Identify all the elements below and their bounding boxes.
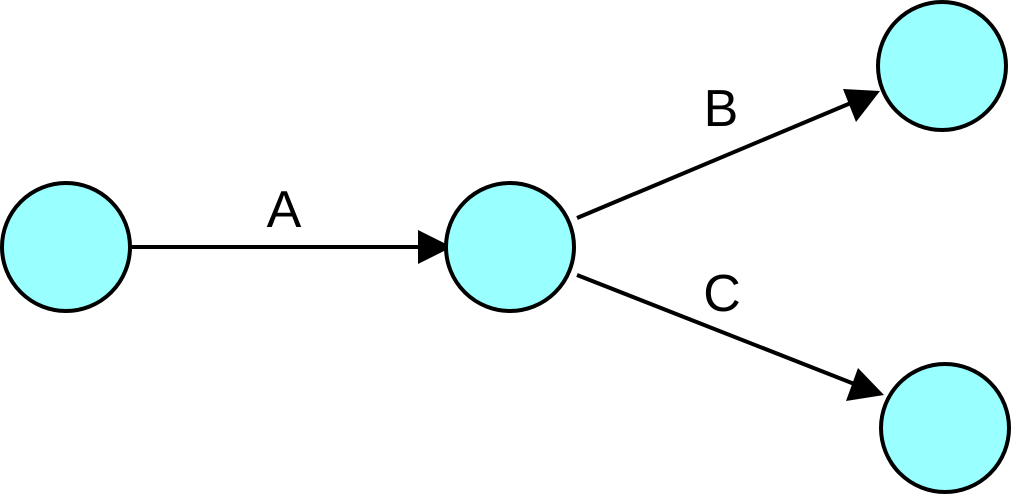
edge-c-arrowhead [846,368,884,401]
node-3 [876,0,1008,132]
edge-c-line [576,273,863,389]
edge-b-line [576,98,859,220]
edge-b-arrowhead [843,89,880,122]
edge-a-arrowhead [418,230,452,264]
edge-b-label: B [704,80,739,138]
edge-c-label: C [703,265,741,323]
node-1 [0,181,132,313]
node-2 [444,181,576,313]
edge-a-label: A [267,181,302,239]
node-4 [879,362,1011,494]
